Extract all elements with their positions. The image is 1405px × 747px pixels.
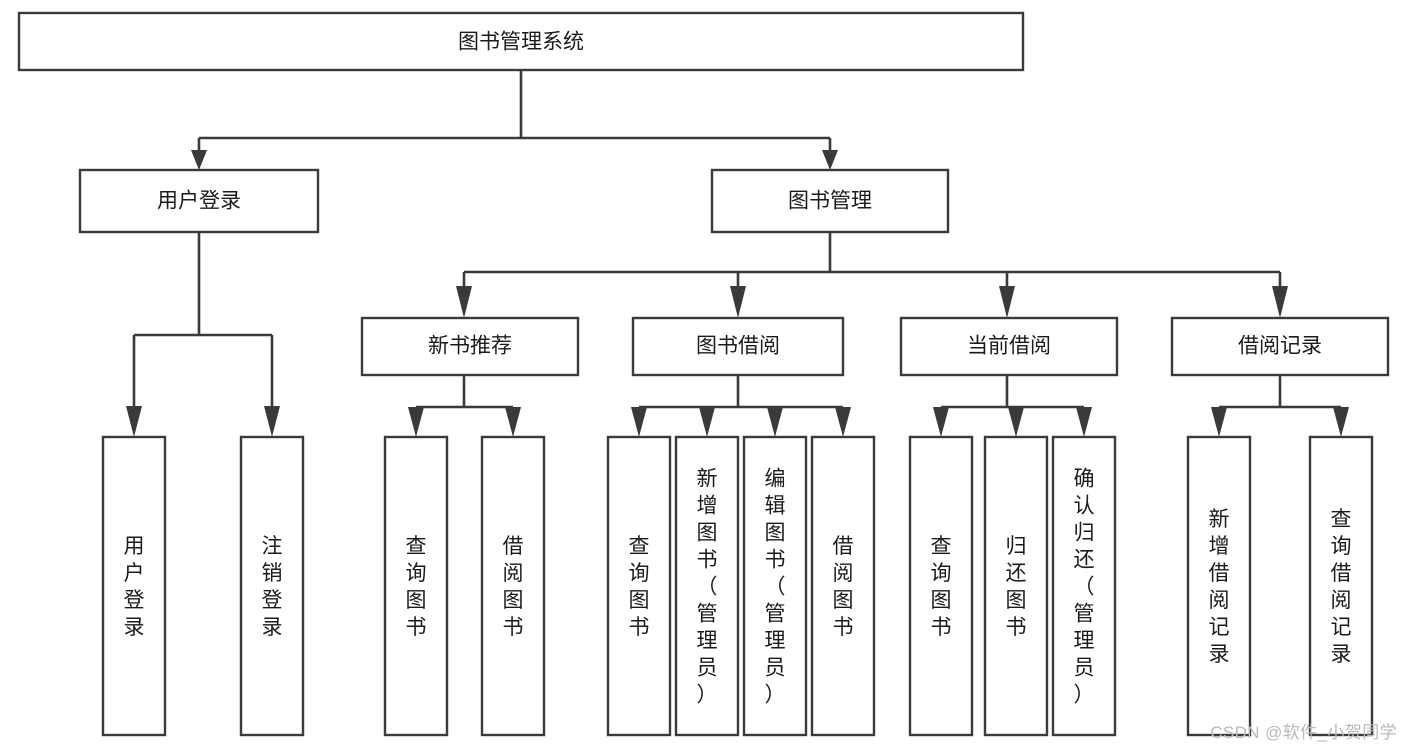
arrow-head-leaf-borrow-book-2 [835,407,851,437]
arrow-head-current-borrow [999,286,1015,318]
node-book-management-label: 图书管理 [788,190,872,213]
node-book-management-box[interactable] [710,168,950,234]
node-leaf-edit-book-box[interactable] [742,435,808,737]
node-leaf-query-borrow-record[interactable]: 查询借阅记录 [1308,435,1374,737]
node-layer: 图书管理系统 用户登录 图书管理 新书推荐 图书借阅 [17,11,1390,737]
node-root-box[interactable] [17,11,1025,72]
node-leaf-query-borrow-record-box[interactable] [1308,435,1374,737]
node-new-book-recommend-box[interactable] [360,316,580,377]
node-leaf-edit-book[interactable]: 编辑图书（管理员） [742,435,808,737]
node-leaf-borrow-book-1-label: 借阅图书 [503,535,524,639]
arrow-head-leaf-query-book-2 [631,407,647,437]
arrow-head-leaf-confirm-return [1076,407,1092,437]
node-leaf-query-book-2[interactable]: 查询图书 [606,435,672,737]
node-book-borrow-box[interactable] [631,316,845,377]
node-current-borrow-label: 当前借阅 [967,335,1051,358]
arrow-head-leaf-edit-book [767,407,783,437]
node-leaf-return-book[interactable]: 归还图书 [983,435,1049,737]
arrow-head-book-borrow [730,286,746,318]
node-new-book-recommend[interactable]: 新书推荐 [360,316,580,377]
node-leaf-confirm-return[interactable]: 确认归还（管理员） [1051,435,1117,737]
arrow-head-book-management [822,150,838,170]
node-leaf-borrow-book-2-label: 借阅图书 [833,535,854,639]
node-leaf-query-book-3-box[interactable] [908,435,974,737]
node-new-book-recommend-label: 新书推荐 [428,335,512,358]
node-leaf-borrow-book-1[interactable]: 借阅图书 [480,435,546,737]
node-borrow-record-box[interactable] [1170,316,1390,377]
node-leaf-add-book-box[interactable] [674,435,740,737]
node-leaf-query-book-2-box[interactable] [606,435,672,737]
node-leaf-user-login[interactable]: 用户登录 [101,435,167,737]
node-leaf-edit-book-label: 编辑图书（管理员） [765,468,786,707]
arrow-head-leaf-borrow-book-1 [505,407,521,437]
arrow-head-leaf-user-logout [264,406,280,437]
node-leaf-confirm-return-label: 确认归还（管理员） [1074,468,1095,707]
node-leaf-query-book-1-label: 查询图书 [406,535,427,639]
node-leaf-add-book-label: 新增图书（管理员） [697,468,718,707]
node-current-borrow-box[interactable] [899,316,1119,377]
arrow-head-leaf-user-login [126,406,142,437]
node-root[interactable]: 图书管理系统 [17,11,1025,72]
node-leaf-add-book[interactable]: 新增图书（管理员） [674,435,740,737]
node-leaf-borrow-book-2[interactable]: 借阅图书 [810,435,876,737]
node-leaf-query-book-2-label: 查询图书 [629,535,650,639]
node-current-borrow[interactable]: 当前借阅 [899,316,1119,377]
node-user-login-box[interactable] [78,168,320,234]
node-book-borrow-label: 图书借阅 [696,335,780,358]
node-leaf-return-book-label: 归还图书 [1006,535,1027,639]
arrow-head-user-login [191,150,207,170]
node-borrow-record-label: 借阅记录 [1238,335,1322,358]
arrow-head-leaf-query-borrow-record [1333,407,1349,437]
csdn-watermark: CSDN @软件_小贺同学 [1210,723,1397,742]
node-leaf-return-book-box[interactable] [983,435,1049,737]
node-leaf-add-borrow-record-box[interactable] [1186,435,1252,737]
node-leaf-add-borrow-record[interactable]: 新增借阅记录 [1186,435,1252,737]
node-leaf-user-login-box[interactable] [101,435,167,737]
node-leaf-user-logout-label: 注销登录 [262,535,283,639]
node-book-management[interactable]: 图书管理 [710,168,950,234]
node-leaf-user-login-label: 用户登录 [124,535,145,639]
node-leaf-borrow-book-1-box[interactable] [480,435,546,737]
node-root-label: 图书管理系统 [458,31,584,54]
arrow-head-leaf-add-book [699,407,715,437]
node-leaf-query-borrow-record-label: 查询借阅记录 [1331,508,1352,666]
arrow-head-leaf-return-book [1008,407,1024,437]
node-leaf-confirm-return-box[interactable] [1051,435,1117,737]
arrow-head-leaf-query-book-1 [408,407,424,437]
connector-layer [126,70,1349,437]
node-leaf-user-logout[interactable]: 注销登录 [239,435,305,737]
node-leaf-user-logout-box[interactable] [239,435,305,737]
node-leaf-query-book-3-label: 查询图书 [931,535,952,639]
node-user-login[interactable]: 用户登录 [78,168,320,234]
node-leaf-query-book-1-box[interactable] [383,435,449,737]
arrow-head-leaf-query-book-3 [933,407,949,437]
node-leaf-borrow-book-2-box[interactable] [810,435,876,737]
node-user-login-label: 用户登录 [157,190,241,213]
node-book-borrow[interactable]: 图书借阅 [631,316,845,377]
node-leaf-query-book-1[interactable]: 查询图书 [383,435,449,737]
node-leaf-add-borrow-record-label: 新增借阅记录 [1209,508,1230,666]
arrow-head-leaf-add-borrow-record [1211,407,1227,437]
arrow-head-new-book-recommend [456,286,472,318]
arrow-head-borrow-record [1272,286,1288,318]
node-borrow-record[interactable]: 借阅记录 [1170,316,1390,377]
node-leaf-query-book-3[interactable]: 查询图书 [908,435,974,737]
